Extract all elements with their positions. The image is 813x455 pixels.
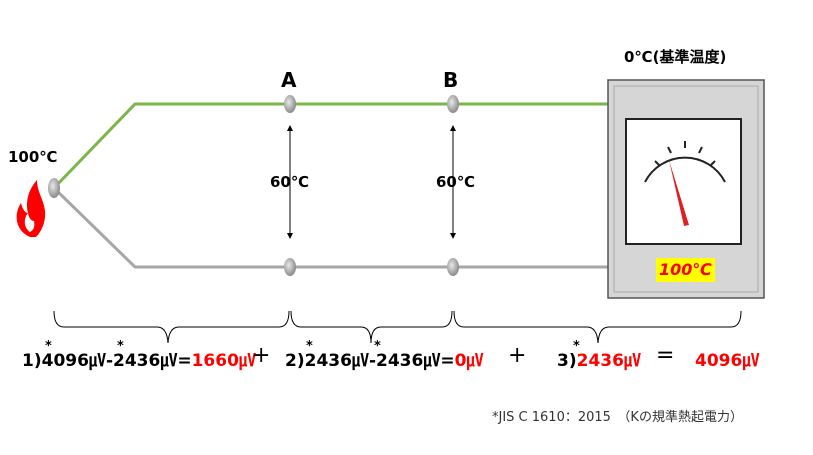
formula-3-prefix: 3) (557, 351, 577, 371)
brace-2 (290, 310, 453, 344)
formula-2: 2)2436㎶-2436㎶=0㎶ (285, 346, 483, 371)
hot-junction-node (48, 178, 60, 198)
plus-2: + (508, 343, 527, 368)
meter-needle (669, 160, 689, 226)
formula-1-eq: = (177, 351, 192, 371)
flame-icon (16, 180, 46, 237)
plus-1: + (252, 343, 271, 368)
formula-2-star-a: * (306, 339, 313, 354)
total-value: 4096㎶ (695, 351, 760, 371)
formula-3-star: * (573, 339, 580, 354)
formula-2-b: 2436㎶ (376, 351, 441, 371)
hot-junction-temp-label: 100℃ (8, 148, 58, 166)
formula-3: 3)2436㎶ (557, 346, 641, 371)
negative-wire (52, 186, 610, 269)
point-a-top-node (284, 95, 296, 113)
formula-1-prefix: 1) (22, 351, 42, 371)
point-a-bottom-node (284, 258, 296, 276)
equals-sign: = (656, 343, 675, 368)
formula-2-star-b: * (374, 339, 381, 354)
span-a-temp-label: 60℃ (270, 173, 310, 191)
brace-1 (53, 310, 290, 344)
brace-3 (453, 310, 742, 344)
point-a-label: A (281, 68, 297, 92)
point-b-top-node (447, 95, 459, 113)
formula-2-minus: - (368, 351, 376, 371)
span-b-temp-label: 60℃ (436, 173, 476, 191)
formula-1-b: 2436㎶ (113, 351, 178, 371)
formula-2-result: 0㎶ (454, 351, 484, 371)
point-b-label: B (443, 68, 459, 92)
formula-3-a: 2436㎶ (576, 351, 641, 371)
formula-1: 1)4096㎶-2436㎶=1660㎶ (22, 346, 256, 371)
meter-display: 100℃ (656, 258, 715, 282)
formula-2-a: 2436㎶ (304, 351, 369, 371)
footnote: *JIS C 1610：2015 （Kの規準熱起電力） (492, 410, 743, 425)
formula-1-star-a: * (45, 339, 52, 354)
formula-1-star-b: * (117, 339, 124, 354)
meter-icon (607, 79, 765, 299)
formula-1-a: 4096㎶ (41, 351, 106, 371)
formula-2-eq: = (440, 351, 455, 371)
formula-1-minus: - (105, 351, 113, 371)
point-b-bottom-node (447, 258, 459, 276)
reference-temp-label: 0℃(基準温度) (624, 48, 727, 66)
formula-1-result: 1660㎶ (191, 351, 256, 371)
positive-wire (52, 102, 610, 190)
formula-2-prefix: 2) (285, 351, 305, 371)
